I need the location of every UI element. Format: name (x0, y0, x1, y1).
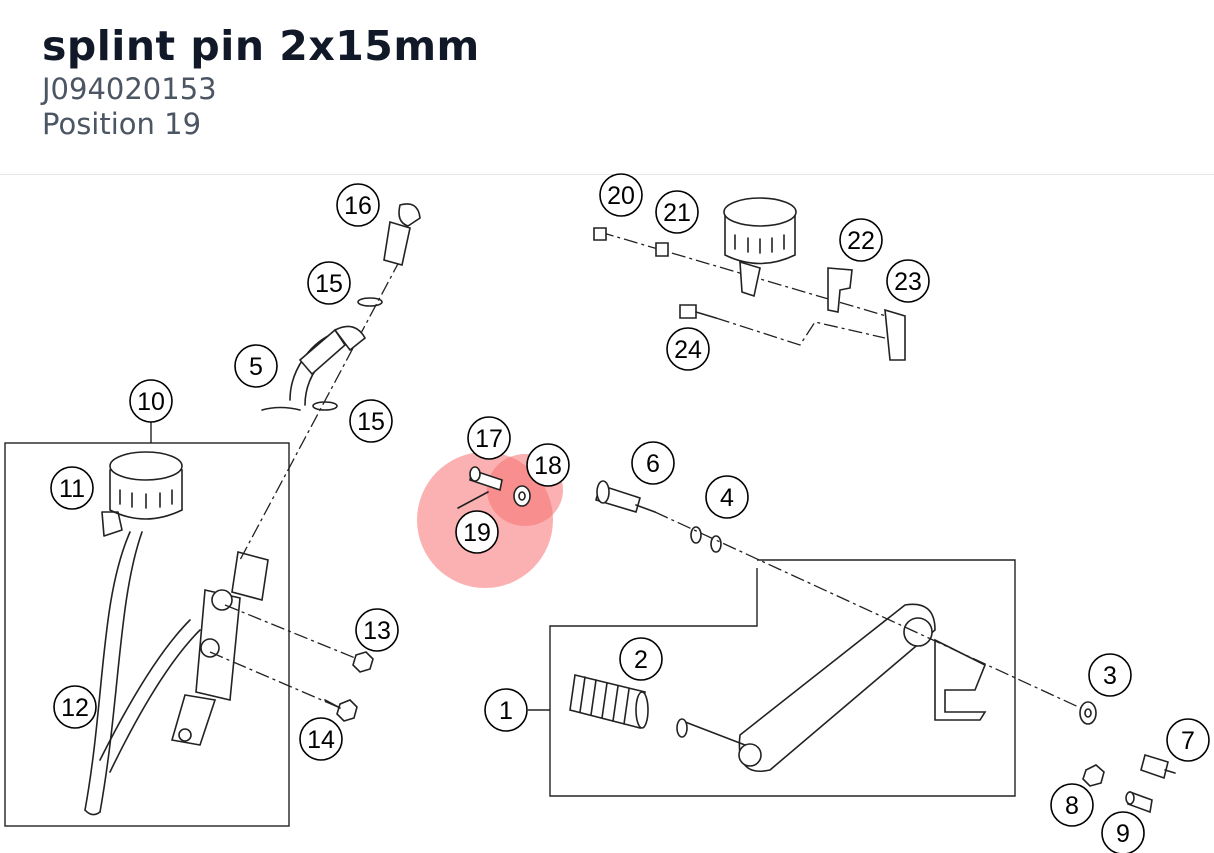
callout-2[interactable]: 2 (619, 637, 663, 681)
pin-group (457, 466, 531, 509)
callout-text: 10 (137, 388, 165, 416)
callout-11[interactable]: 11 (50, 466, 94, 510)
adapter-9 (1125, 790, 1153, 814)
reservoir-mount-group (593, 197, 906, 361)
callout-text: 20 (607, 182, 635, 210)
callout-labels: 1234567891011121314151516171819202122232… (50, 173, 1210, 853)
callout-text: 24 (674, 336, 702, 364)
callout-text: 9 (1116, 820, 1130, 848)
callout-3[interactable]: 3 (1088, 653, 1132, 697)
assembly-frame-10 (4, 442, 290, 827)
callout-text: 21 (663, 199, 691, 227)
callout-text: 4 (720, 484, 734, 512)
callout-text: 14 (307, 726, 335, 754)
callout-17[interactable]: 17 (467, 416, 511, 460)
callout-text: 23 (894, 268, 922, 296)
banjo-bolt-16 (383, 203, 421, 266)
reservoir-11 (101, 451, 183, 537)
callout-text: 2 (634, 646, 648, 674)
callout-10[interactable]: 10 (129, 379, 173, 423)
callout-22[interactable]: 22 (839, 218, 883, 262)
callout-text: 16 (344, 192, 372, 220)
brake-hose-5 (261, 325, 367, 411)
callout-18[interactable]: 18 (526, 443, 570, 487)
screw-20 (593, 227, 607, 241)
callout-text: 17 (475, 425, 503, 453)
hose-12 (84, 531, 131, 811)
callout-24[interactable]: 24 (666, 327, 710, 371)
callout-text: 15 (315, 270, 343, 298)
callout-13[interactable]: 13 (355, 608, 399, 652)
callout-text: 12 (61, 694, 89, 722)
callout-text: 8 (1065, 792, 1079, 820)
callout-23[interactable]: 23 (886, 259, 930, 303)
o-ring-4a (690, 526, 702, 544)
o-ring-4b (710, 535, 722, 553)
nut-13 (352, 651, 374, 673)
spring-2 (569, 674, 649, 729)
bracket-22 (827, 267, 853, 313)
callout-text: 3 (1103, 662, 1117, 690)
washer-18 (513, 485, 531, 507)
part-position: Position 19 (42, 107, 202, 141)
callout-15b[interactable]: 15 (349, 399, 393, 443)
callout-text: 1 (499, 697, 513, 725)
callout-text: 11 (59, 475, 85, 503)
seal-washer-15-bottom (312, 401, 338, 411)
brake-pedal-assembly (528, 511, 1086, 797)
callout-15a[interactable]: 15 (307, 261, 351, 305)
washer-3 (1079, 701, 1097, 725)
callout-20[interactable]: 20 (599, 173, 643, 217)
seal-washer-15-top (357, 297, 383, 307)
master-cylinder-assembly (4, 420, 290, 827)
part-header: splint pin 2x15mm J094020153 Position 19 (0, 0, 1214, 175)
bushing-21 (655, 242, 669, 257)
reservoir-upper (723, 197, 797, 298)
part-number: J094020153 (42, 72, 217, 106)
callout-16[interactable]: 16 (336, 183, 380, 227)
callout-8[interactable]: 8 (1050, 783, 1094, 827)
part-title: splint pin 2x15mm (42, 22, 480, 70)
callout-5[interactable]: 5 (234, 344, 278, 388)
callout-text: 6 (646, 450, 660, 478)
bolt-14 (324, 699, 358, 722)
callout-text: 7 (1181, 727, 1195, 755)
callout-14[interactable]: 14 (299, 717, 343, 761)
callout-6[interactable]: 6 (631, 441, 675, 485)
callout-text: 5 (249, 353, 263, 381)
nut-8 (1082, 764, 1105, 787)
brake-line-group (239, 203, 421, 561)
callout-7[interactable]: 7 (1166, 718, 1210, 762)
switch-7 (1140, 753, 1176, 780)
brake-pedal-lever (676, 603, 987, 772)
splint-pin-19 (457, 491, 489, 509)
callout-text: 22 (847, 227, 875, 255)
callout-text: 18 (534, 452, 562, 480)
callout-21[interactable]: 21 (655, 190, 699, 234)
callout-4[interactable]: 4 (705, 475, 749, 519)
clip-23 (884, 308, 906, 361)
callout-text: 19 (463, 519, 491, 547)
callout-text: 13 (363, 617, 391, 645)
callout-9[interactable]: 9 (1101, 811, 1145, 853)
callout-12[interactable]: 12 (53, 685, 97, 729)
callout-1[interactable]: 1 (484, 688, 528, 732)
master-cylinder-body (170, 550, 269, 746)
callout-19[interactable]: 19 (455, 510, 499, 554)
callout-text: 15 (357, 408, 385, 436)
bolt-24 (679, 304, 717, 319)
pivot-bolt-6 (595, 480, 656, 513)
